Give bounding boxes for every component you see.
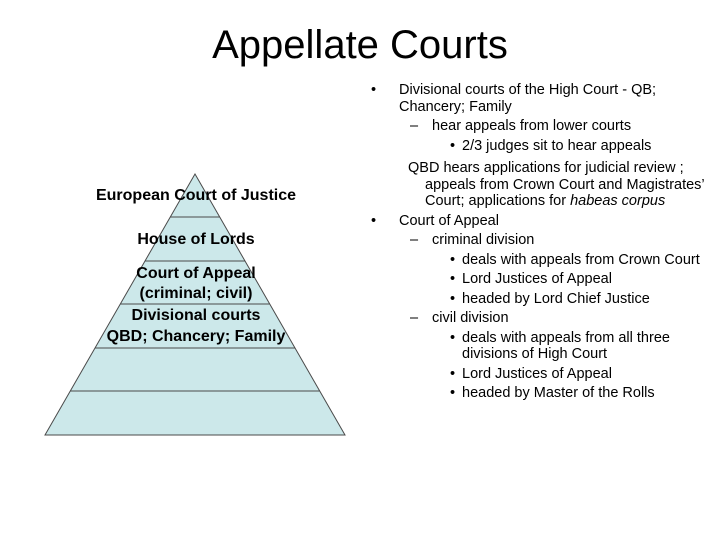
pyramid-level-house-of-lords: House of Lords	[137, 231, 255, 248]
bullet-marker: •	[450, 385, 456, 401]
bullet-marker: •	[450, 271, 456, 287]
bullet-marker: •	[450, 365, 456, 382]
bullet-marker: •	[371, 82, 377, 98]
subsubbullet-text: Lord Justices of Appeal	[462, 271, 612, 287]
subbullet-criminal-division: – criminal division	[368, 232, 708, 249]
qbd-note: QBD hears applications for judicial revi…	[368, 160, 708, 210]
pyramid-level-divisional-courts: Divisional courts	[131, 307, 261, 324]
dash-marker: –	[410, 310, 419, 326]
bullet-marker: •	[371, 212, 377, 229]
subsubbullet-criminal-item: • headed by Lord Chief Justice	[368, 291, 708, 308]
subsubbullet-text: headed by Master of the Rolls	[462, 385, 655, 401]
subbullet-text: civil division	[432, 310, 509, 326]
subsubbullet-text: 2/3 judges sit to hear appeals	[462, 137, 652, 154]
dash-marker: –	[410, 232, 419, 248]
bullet-marker: •	[450, 290, 456, 307]
subsubbullet-criminal-item: • Lord Justices of Appeal	[368, 271, 708, 288]
subbullet-hear-appeals: – hear appeals from lower courts	[368, 118, 708, 135]
qbd-note-italic: habeas corpus	[570, 193, 666, 209]
subsubbullet-text: deals with appeals from Crown Court	[462, 251, 700, 268]
bullet-text: Court of Appeal	[399, 212, 499, 229]
subsubbullet-civil-item: • deals with appeals from all three divi…	[368, 330, 708, 363]
subbullet-text: criminal division	[432, 232, 535, 248]
subbullet-text: hear appeals from lower courts	[432, 118, 632, 134]
subbullet-civil-division: – civil division	[368, 310, 708, 327]
bullet-marker: •	[450, 137, 456, 154]
subsubbullet-criminal-item: • deals with appeals from Crown Court	[368, 252, 708, 269]
slide-title: Appellate Courts	[212, 23, 508, 67]
bullet-court-of-appeal: • Court of Appeal	[368, 213, 708, 230]
subsubbullet-civil-item: • headed by Master of the Rolls	[368, 385, 708, 402]
bullet-marker: •	[450, 329, 456, 346]
pyramid-level-divisions-list: QBD; Chancery; Family	[106, 328, 286, 345]
bullet-list: • Divisional courts of the High Court - …	[368, 82, 708, 405]
subsubbullet-judges: • 2/3 judges sit to hear appeals	[368, 138, 708, 155]
subsubbullet-text: Lord Justices of Appeal	[462, 365, 612, 382]
pyramid-level-court-of-appeal-divisions: (criminal; civil)	[139, 285, 253, 302]
bullet-text: Divisional courts of the High Court - QB…	[399, 82, 657, 115]
pyramid-level-court-of-appeal: Court of Appeal	[136, 265, 256, 282]
qbd-note-text: QBD hears applications for judicial revi…	[408, 160, 705, 209]
subsubbullet-text: headed by Lord Chief Justice	[462, 290, 650, 307]
subsubbullet-text: deals with appeals from all three divisi…	[462, 329, 670, 363]
pyramid-level-ecj: European Court of Justice	[95, 187, 297, 204]
dash-marker: –	[410, 118, 419, 134]
subsubbullet-civil-item: • Lord Justices of Appeal	[368, 366, 708, 383]
bullet-divisional-courts: • Divisional courts of the High Court - …	[368, 82, 708, 115]
bullet-marker: •	[450, 251, 456, 268]
